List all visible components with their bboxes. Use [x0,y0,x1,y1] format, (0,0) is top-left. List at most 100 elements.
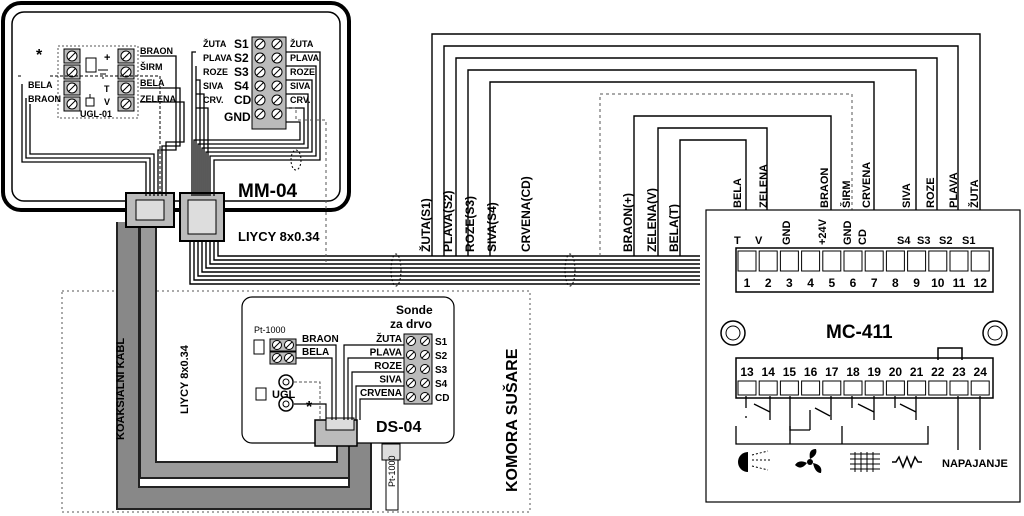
resistor-icon [892,454,922,470]
ds04-pt-screw [284,340,294,350]
ugl-name: UGL-01 [80,109,112,119]
mc411-wire-label: ROZE [925,177,937,208]
mm04-term-right-screw [271,108,283,120]
mm04-sensor-term-label: S1 [234,37,249,51]
mm04-left-wire-label: PLAVA [203,53,233,63]
mc411-top-terminal-number: 10 [931,276,945,290]
mm04-sensor-term-label: S3 [234,65,249,79]
ugl-left-wire-label: BELA [28,80,53,90]
mm04-right-wire-label: ROZE [290,67,315,77]
ugl-right-wire-label: BELA [140,78,165,88]
ds04-pt-wire-label: BELA [302,347,329,358]
mc411-func-label: CD [857,229,869,245]
ds04-ugl-label: UGL [272,389,296,401]
mc411-top-terminal [779,250,799,272]
mc411-feed-wires [431,33,981,256]
ds04-sensor-screw [406,350,416,360]
ds04-sensor-term-label: CD [435,393,449,404]
ds04-star: * [306,399,313,416]
ds04-pt-screw [272,353,282,363]
mc411-top-terminal-number: 11 [953,276,966,290]
ds04-sensor-term-label: S1 [435,337,448,348]
mc411-top-terminal [885,250,905,272]
heater-grid-icon [850,452,880,472]
ugl-t: T [104,84,110,94]
mc411-bottom-terminal [970,380,990,396]
mc411-top-terminal [949,250,969,272]
mc411-bottom-terminal-number: 16 [804,365,818,379]
ugl-right-wire-label: BRAON [140,46,173,56]
mc411-func-label: S2 [939,235,952,247]
mc411-wire-label: CRVENA [861,162,873,208]
mc411-func-label: +24V [817,218,829,245]
ugl-right-screw [120,98,132,110]
ds04-gland [314,417,358,447]
mc411-top-terminal [737,250,757,272]
ugl-right-screw [120,50,132,62]
mc411-top-terminal-number: 6 [850,276,857,290]
mm04-term-right-screw [271,38,283,50]
ugl-left-screw [66,50,78,62]
mm04-term-left-screw [254,66,266,78]
mc411-func-label: S1 [962,235,975,247]
ugl-right-wire-label: ZELENA [140,94,177,104]
mc411-top-terminal [907,250,927,272]
mc411-func-label: GND [781,221,793,246]
mc411-wire-label: ŽUTA [968,179,981,208]
mm04-left-wire-label: ROZE [203,67,228,77]
mc411-bottom-terminal-number: 21 [910,365,924,379]
mc411-top-terminal [970,250,990,272]
ds04-sensor-wire-label: SIVA [379,375,402,386]
ds04-sensor-screw [406,392,416,402]
mc411-bottom-terminal-number: 23 [952,365,966,379]
ds04-heading-line1: Sonde [396,303,433,317]
mm04-term-left-screw [254,108,266,120]
mc411-top-terminal-number: 9 [913,276,920,290]
mm04-term-right-screw [271,94,283,106]
mc411-bottom-terminal [737,380,757,396]
mc411-top-terminal-number: 7 [871,276,878,290]
cable-label: SIVA(S4) [485,202,499,252]
ds04-sensor-term-label: S2 [435,351,448,362]
mc411-power-label: NAPAJANJE [942,458,1008,470]
ds04-pt-screw [284,353,294,363]
ds04-sensor-block [403,333,433,405]
mc411-func-label: S4 [897,235,911,247]
ds04-pt-screw [272,340,282,350]
mc411-bottom-terminal-number: 17 [825,365,839,379]
probe-label: Pt-1000 [387,455,397,487]
ds04-pt1000-label: Pt-1000 [254,325,286,335]
ugl-right-screw [120,82,132,94]
mm04-cable-label: LIYCY 8x0.34 [238,229,320,244]
ds04-sensor-screw [420,336,430,346]
mc411-bottom-terminal [758,380,778,396]
cable-gland-right [179,192,225,242]
ds04-sensor-screw [420,378,430,388]
mm04-term-left-screw [254,38,266,50]
mm04-right-wire-label: ŽUTA [290,38,314,49]
mm04-title: MM-04 [238,181,298,202]
ugl-ground-icon [98,69,108,79]
mc411-top-terminal-number: 12 [974,276,988,290]
ugl-left-screw [66,66,78,78]
fan-icon [795,449,822,473]
ds04-title: DS-04 [376,419,421,436]
mc411-bottom-terminal-number: 20 [889,365,903,379]
mm04-sensor-term-label: CD [234,93,252,107]
cable-label: PLAVA(S2) [441,190,455,252]
mc411-wire-label: ZELENA [758,164,770,208]
ds04-sensor-screw [420,392,430,402]
sprinkler-icon [738,450,770,472]
mc411-top-terminal [801,250,821,272]
mc411-wire-label: SIVA [901,183,913,208]
mc411-top-terminal-number: 4 [807,276,814,290]
mm04-internal-wiring [21,51,321,196]
mc411-bottom-terminal-number: 22 [931,365,945,379]
mc411-wire-label: ŠIRM [840,181,853,209]
mc411-bottom-terminal [907,380,927,396]
mm04-term-left-screw [254,52,266,64]
mm04-sensor-term-label: S2 [234,51,249,65]
mm04-term-left-screw [254,80,266,92]
mc411-mount-hole-left [720,320,746,346]
mc411-top-terminal [864,250,884,272]
